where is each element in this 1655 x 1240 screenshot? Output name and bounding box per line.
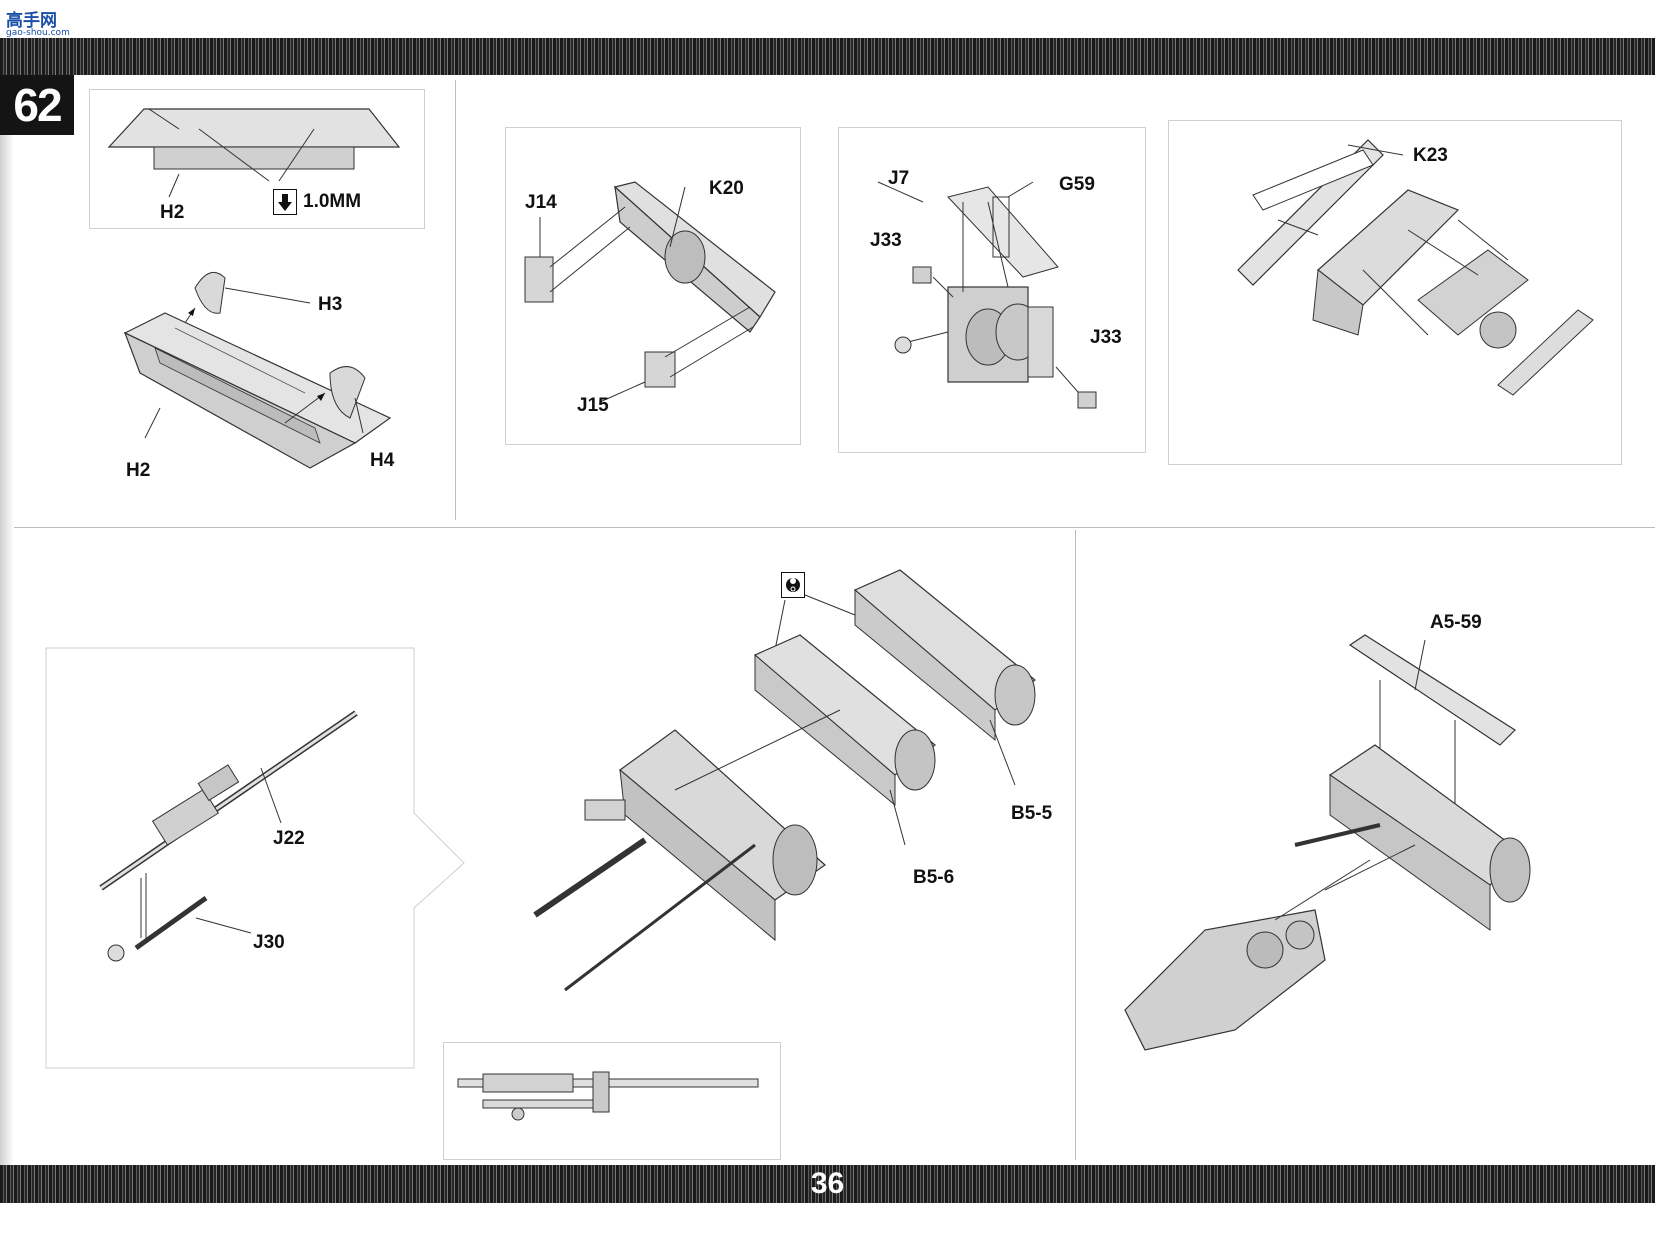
part-h2-assembly bbox=[123, 271, 392, 469]
label-drill-size: 1.0MM bbox=[303, 191, 362, 212]
part-j33-right bbox=[1077, 391, 1097, 409]
bottom-bar bbox=[0, 1165, 1655, 1203]
part-a5-59-assembly bbox=[1124, 634, 1531, 1051]
part-j14 bbox=[524, 256, 554, 303]
step-number: 62 bbox=[0, 75, 74, 135]
label-a5-59: A5-59 bbox=[1430, 612, 1482, 633]
logo-url: gao-shou.com bbox=[6, 28, 70, 38]
part-main-assembly bbox=[533, 569, 1036, 992]
part-g59-assembly bbox=[877, 181, 1097, 409]
glue-icon bbox=[781, 572, 805, 598]
label-j33-left: J33 bbox=[870, 230, 902, 251]
part-a5-59 bbox=[1348, 634, 1516, 746]
label-g59: G59 bbox=[1059, 174, 1095, 195]
label-j15: J15 bbox=[577, 395, 609, 416]
label-j14: J14 bbox=[525, 192, 557, 213]
label-j7: J7 bbox=[888, 168, 910, 189]
part-gun-side-view bbox=[457, 1071, 759, 1121]
drill-icon bbox=[273, 189, 297, 215]
top-bar bbox=[0, 38, 1655, 75]
panel-k23 bbox=[1168, 120, 1622, 465]
label-b5-5: B5-5 bbox=[1011, 803, 1053, 824]
label-j33-right: J33 bbox=[1090, 327, 1122, 348]
page-number: 36 bbox=[810, 1167, 845, 1200]
part-k23-assembly bbox=[1237, 139, 1594, 396]
label-h3: H3 bbox=[318, 294, 343, 315]
part-k20-assembly bbox=[524, 181, 776, 403]
logo-text: 高手网 bbox=[6, 11, 57, 31]
label-j30: J30 bbox=[253, 932, 285, 953]
label-k23: K23 bbox=[1413, 145, 1448, 166]
panel-j22 bbox=[45, 647, 465, 1069]
part-h3 bbox=[194, 271, 226, 314]
part-h4 bbox=[329, 366, 366, 419]
column-divider bbox=[455, 80, 456, 520]
label-b5-6: B5-6 bbox=[913, 867, 955, 888]
part-h2-detail bbox=[107, 108, 401, 198]
label-h4: H4 bbox=[370, 450, 395, 471]
label-j22: J22 bbox=[273, 828, 305, 849]
label-h2-detail: H2 bbox=[160, 202, 185, 223]
column-divider-lower bbox=[1075, 530, 1076, 1160]
site-logo: 高手网 gao-shou.com bbox=[6, 6, 70, 42]
section-divider bbox=[14, 527, 1655, 528]
label-h2: H2 bbox=[126, 460, 151, 481]
part-j33-left bbox=[912, 266, 932, 284]
label-k20: K20 bbox=[709, 178, 744, 199]
page-edge-shadow bbox=[0, 135, 14, 1165]
part-j15 bbox=[644, 351, 676, 388]
